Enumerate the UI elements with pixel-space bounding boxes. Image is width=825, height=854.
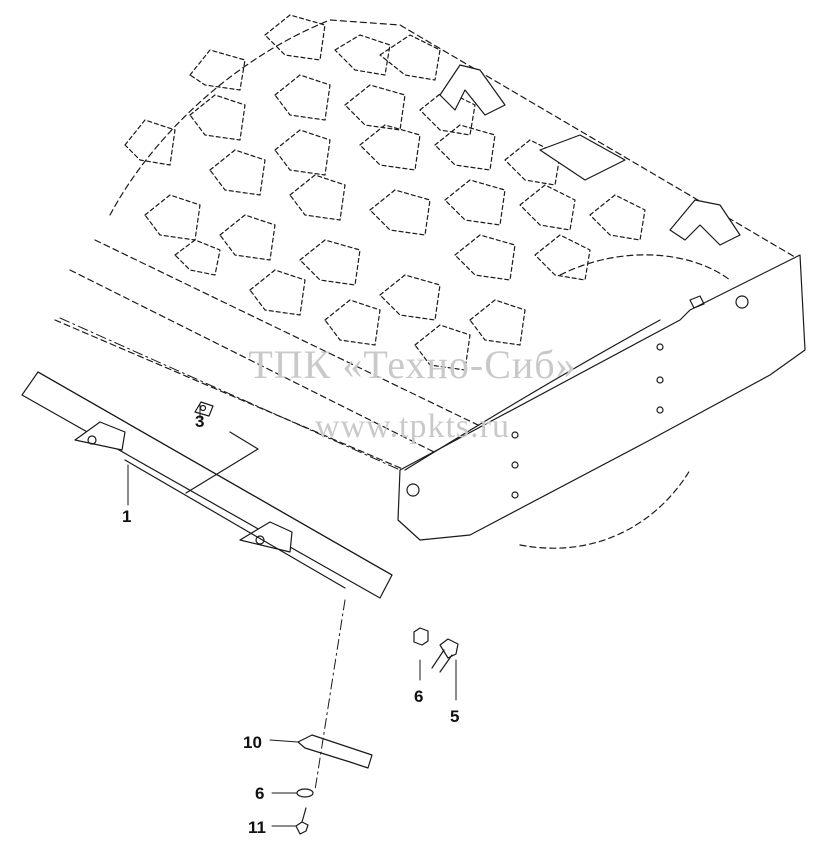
callout-1: 1 (122, 507, 132, 526)
wear-plate-part-10 (297, 734, 373, 769)
frame-brackets (439, 64, 741, 246)
callout-6-lower: 6 (255, 784, 265, 803)
bolt-part-11 (295, 807, 309, 835)
nut-part-6 (413, 627, 429, 646)
pad-feet (124, 14, 646, 371)
bolt-part-5 (431, 638, 459, 673)
washer-part-6 (296, 788, 314, 798)
callout-3: 3 (195, 412, 205, 431)
callout-11: 11 (248, 818, 266, 837)
frame-end-plate (397, 254, 806, 541)
scraper-blade (21, 371, 393, 599)
callout-5: 5 (450, 707, 460, 726)
callout-6-upper: 6 (414, 687, 424, 706)
callout-10: 10 (243, 733, 262, 752)
padfoot-drum (54, 19, 801, 549)
leader-lines (59, 317, 457, 827)
